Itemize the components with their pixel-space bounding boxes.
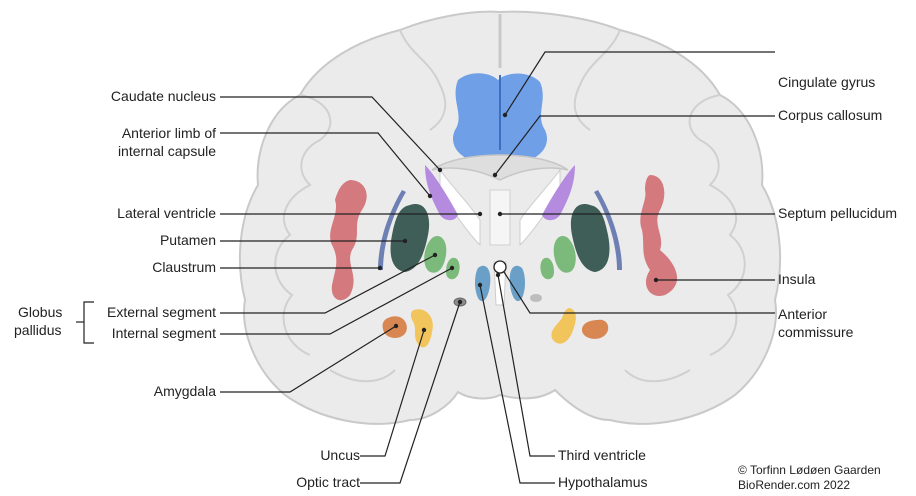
anterior-commissure-shape — [494, 261, 506, 273]
label-uncus: Uncus — [320, 447, 360, 464]
label-anterior-limb-line2: internal capsule — [118, 143, 216, 160]
label-anterior-commissure-line1: Anterior — [778, 306, 827, 323]
label-external-segment: External segment — [107, 304, 216, 321]
label-anterior-commissure-line2: commissure — [778, 324, 853, 341]
label-globus-line2: pallidus — [14, 322, 61, 339]
label-optic-tract: Optic tract — [296, 474, 360, 491]
globus-pallidus-bracket — [84, 302, 94, 343]
credit-line2: BioRender.com 2022 — [738, 478, 850, 492]
label-insula: Insula — [778, 271, 815, 288]
label-anterior-limb-line1: Anterior limb of — [122, 125, 216, 142]
label-putamen: Putamen — [160, 232, 216, 249]
credit-line1: © Torfinn Lødøen Gaarden — [738, 463, 881, 477]
label-cingulate-gyrus: Cingulate gyrus — [778, 74, 875, 91]
label-septum-pellucidum: Septum pellucidum — [778, 205, 897, 222]
label-claustrum: Claustrum — [152, 259, 216, 276]
label-caudate-nucleus: Caudate nucleus — [111, 88, 216, 105]
label-hypothalamus: Hypothalamus — [558, 474, 648, 491]
label-lateral-ventricle: Lateral ventricle — [117, 205, 216, 222]
label-third-ventricle: Third ventricle — [558, 447, 646, 464]
label-internal-segment: Internal segment — [112, 325, 216, 342]
label-corpus-callosum: Corpus callosum — [778, 107, 882, 124]
label-amygdala: Amygdala — [154, 383, 216, 400]
label-globus-line1: Globus — [18, 304, 62, 321]
